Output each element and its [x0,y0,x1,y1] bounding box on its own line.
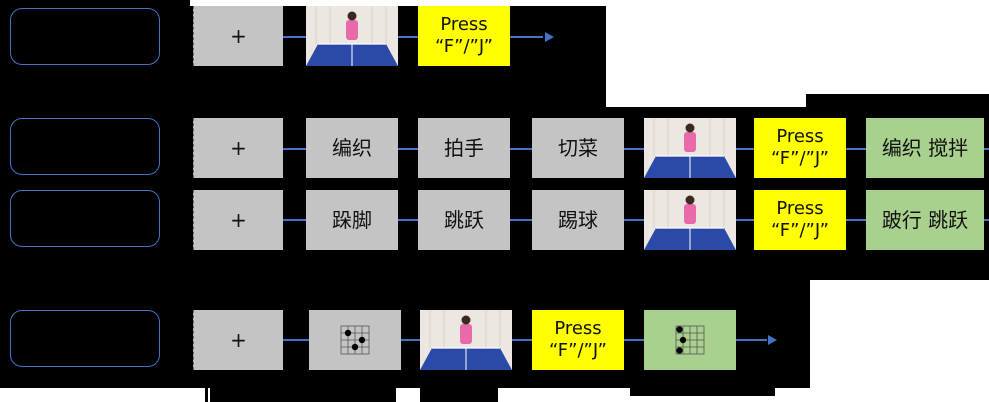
backdrop-block [420,388,498,402]
backdrop-block [630,388,775,396]
response-label: Press [554,318,602,340]
word-box: 跺脚 [306,190,398,250]
fixation-cross: + [230,24,247,48]
row-label-box [10,8,160,65]
word-label: 切菜 [558,136,598,160]
response-box: Press “F”/”J” [754,118,846,178]
connector-line [283,36,543,38]
word-box: 编织 [306,118,398,178]
connector-line [283,339,767,341]
fixation-box: + [193,310,283,370]
fixation-box: + [193,190,283,250]
word-label: 编织 [332,136,372,160]
response-label: Press [776,126,824,148]
dot-grid-pattern-icon [644,310,736,370]
response-box: Press “F”/”J” [418,6,510,66]
word-box: 跳跃 [418,190,510,250]
word-label: 跳跃 [444,208,484,232]
feedback-box: 编织 搅拌 [866,118,984,178]
fixation-cross: + [230,208,247,232]
fixation-cross: + [230,328,247,352]
word-label: 拍手 [444,136,484,160]
response-box: Press “F”/”J” [532,310,624,370]
response-keys: “F”/”J” [771,148,829,169]
backdrop-block [210,388,396,402]
dot-grid-pattern-icon [309,310,401,370]
word-label: 踢球 [558,208,598,232]
stimulus-photo [420,310,512,370]
feedback-label: 编织 搅拌 [881,136,969,160]
backdrop-block [205,388,208,402]
feedback-label: 跛行 跳跃 [881,208,969,232]
response-keys: “F”/”J” [771,220,829,241]
connector-line [283,219,989,221]
feedback-box: 跛行 跳跃 [866,190,984,250]
stimulus-photo [306,6,398,66]
response-label: Press [776,198,824,220]
fixation-box: + [193,6,283,66]
row-label-box [10,190,160,247]
arrow-right-icon [768,335,777,345]
word-label: 跺脚 [332,208,372,232]
row-label-box [10,310,160,367]
response-keys: “F”/”J” [549,340,607,361]
fixation-cross: + [230,136,247,160]
fixation-box: + [193,118,283,178]
word-box: 拍手 [418,118,510,178]
response-keys: “F”/”J” [435,36,493,57]
word-box: 踢球 [532,190,624,250]
response-label: Press [440,14,488,36]
arrow-right-icon [545,32,554,42]
word-box: 切菜 [532,118,624,178]
stimulus-photo [644,118,736,178]
row-label-box [10,118,160,175]
connector-line [283,148,989,150]
response-box: Press “F”/”J” [754,190,846,250]
stimulus-photo [644,190,736,250]
